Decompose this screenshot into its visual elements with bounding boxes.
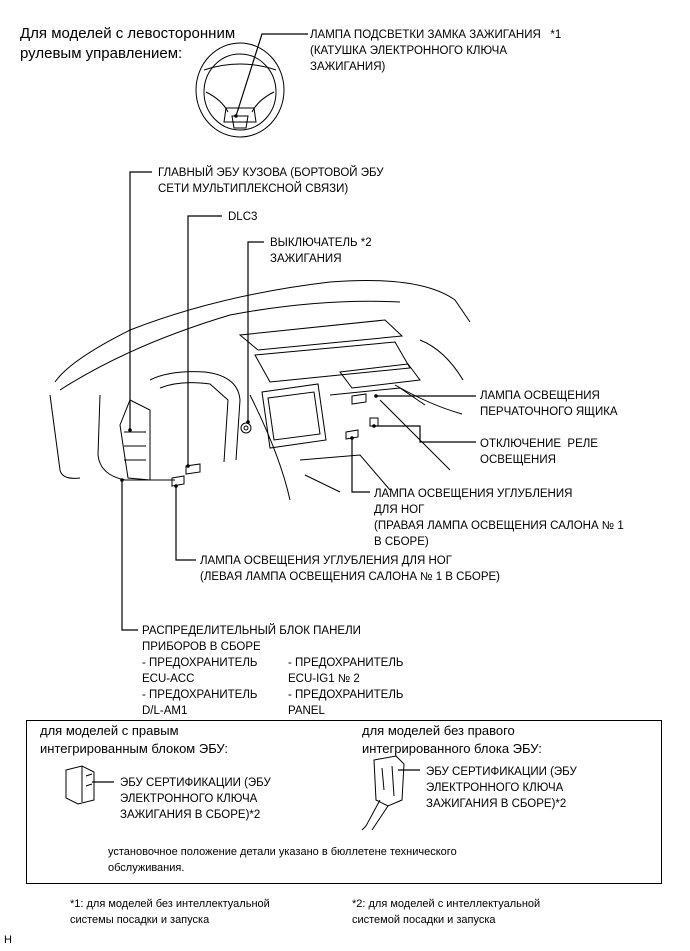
lhd-heading-line-1: Для моделей с левосторонним	[20, 25, 236, 42]
label-fuse-right-2: ECU-IG1 № 2	[288, 673, 360, 685]
certification-ecu-left-drawing	[65, 765, 95, 805]
box-left-ecu-2: ЭЛЕКТРОННОГО КЛЮЧА	[120, 793, 258, 805]
certification-ecu-right-drawing	[361, 755, 405, 831]
box-right-ecu-1: ЭБУ СЕРТИФИКАЦИИ (ЭБУ	[426, 766, 577, 778]
box-left-ecu-3: ЗАЖИГАНИЯ В СБОРЕ)*2	[120, 809, 261, 821]
box-left-heading-2: интегрированным блоком ЭБУ:	[40, 741, 229, 756]
label-junction-block-1: РАСПРЕДЕЛИТЕЛЬНЫЙ БЛОК ПАНЕЛИ	[142, 625, 361, 637]
label-footwell-right-4: В СБОРЕ)	[374, 536, 429, 548]
label-glovebox-lamp-2: ПЕРЧАТОЧНОГО ЯЩИКА	[480, 406, 618, 418]
label-ignition-switch-1: ВЫКЛЮЧАТЕЛЬ *2	[270, 237, 372, 249]
label-fuse-left-4: D/L-AM1	[142, 705, 188, 717]
footnote-1-line-1: *1: для моделей без интеллектуальной	[70, 898, 270, 910]
label-ignition-lamp-1: ЛАМПА ПОДСВЕТКИ ЗАМКА ЗАЖИГАНИЯ *1	[310, 29, 562, 41]
box-left-ecu-1: ЭБУ СЕРТИФИКАЦИИ (ЭБУ	[120, 777, 271, 789]
label-fuse-left-3: - ПРЕДОХРАНИТЕЛЬ	[142, 689, 258, 701]
footnote-2-line-2: системой посадки и запуска	[352, 914, 496, 926]
label-main-body-ecu-1: ГЛАВНЫЙ ЭБУ КУЗОВА (БОРТОВОЙ ЭБУ	[158, 167, 384, 179]
label-footwell-right-1: ЛАМПА ОСВЕЩЕНИЯ УГЛУБЛЕНИЯ	[374, 488, 573, 500]
steering-wheel-drawing	[195, 42, 285, 138]
label-footwell-left-1: ЛАМПА ОСВЕЩЕНИЯ УГЛУБЛЕНИЯ ДЛЯ НОГ	[200, 555, 452, 567]
label-fuse-left-1: - ПРЕДОХРАНИТЕЛЬ	[142, 657, 258, 669]
leader-lines	[121, 171, 476, 631]
label-ignition-switch-2: ЗАЖИГАНИЯ	[270, 253, 342, 265]
label-glovebox-lamp-1: ЛАМПА ОСВЕЩЕНИЯ	[480, 390, 600, 402]
box-left-heading-1: для моделей с правым	[40, 723, 179, 738]
label-main-body-ecu-2: СЕТИ МУЛЬТИПЛЕКСНОЙ СВЯЗИ)	[158, 183, 349, 195]
label-dlc3: DLC3	[228, 211, 258, 223]
box-right-heading-2: интегрированного блока ЭБУ:	[362, 741, 542, 756]
lhd-heading-line-2: рулевым управлением:	[20, 45, 183, 62]
box-right-ecu-3: ЗАЖИГАНИЯ В СБОРЕ)*2	[426, 798, 567, 810]
label-footwell-right-3: (ПРАВАЯ ЛАМПА ОСВЕЩЕНИЯ САЛОНА № 1	[374, 520, 624, 532]
footnote-2-line-1: *2: для моделей с интеллектуальной	[352, 898, 541, 910]
dashboard-drawing	[49, 280, 471, 501]
label-ignition-lamp-3: ЗАЖИГАНИЯ)	[310, 61, 386, 73]
label-fuse-right-1: - ПРЕДОХРАНИТЕЛЬ	[288, 657, 404, 669]
label-footwell-left-2: (ЛЕВАЯ ЛАМПА ОСВЕЩЕНИЯ САЛОНА № 1 В СБОР…	[200, 571, 501, 583]
label-fuse-right-3: - ПРЕДОХРАНИТЕЛЬ	[288, 689, 404, 701]
label-ignition-lamp-2: (КАТУШКА ЭЛЕКТРОННОГО КЛЮЧА	[310, 45, 508, 57]
corner-mark: H	[4, 934, 12, 946]
label-footwell-right-2: ДЛЯ НОГ	[374, 504, 425, 516]
label-relay-1: ОТКЛЮЧЕНИЕ РЕЛЕ	[480, 438, 598, 450]
box-note-1: установочное положение детали указано в …	[108, 846, 457, 858]
label-junction-block-2: ПРИБОРОВ В СБОРЕ	[142, 641, 261, 653]
box-right-ecu-2: ЭЛЕКТРОННОГО КЛЮЧА	[426, 782, 564, 794]
label-fuse-left-2: ECU-ACC	[142, 673, 195, 685]
box-right-heading-1: для моделей без правого	[362, 723, 515, 738]
box-note-2: обслуживания.	[108, 862, 185, 874]
label-fuse-right-4: PANEL	[288, 705, 325, 717]
variant-box	[26, 720, 662, 884]
footnote-1-line-2: системы посадки и запуска	[70, 914, 210, 926]
label-relay-2: ОСВЕЩЕНИЯ	[480, 454, 556, 466]
